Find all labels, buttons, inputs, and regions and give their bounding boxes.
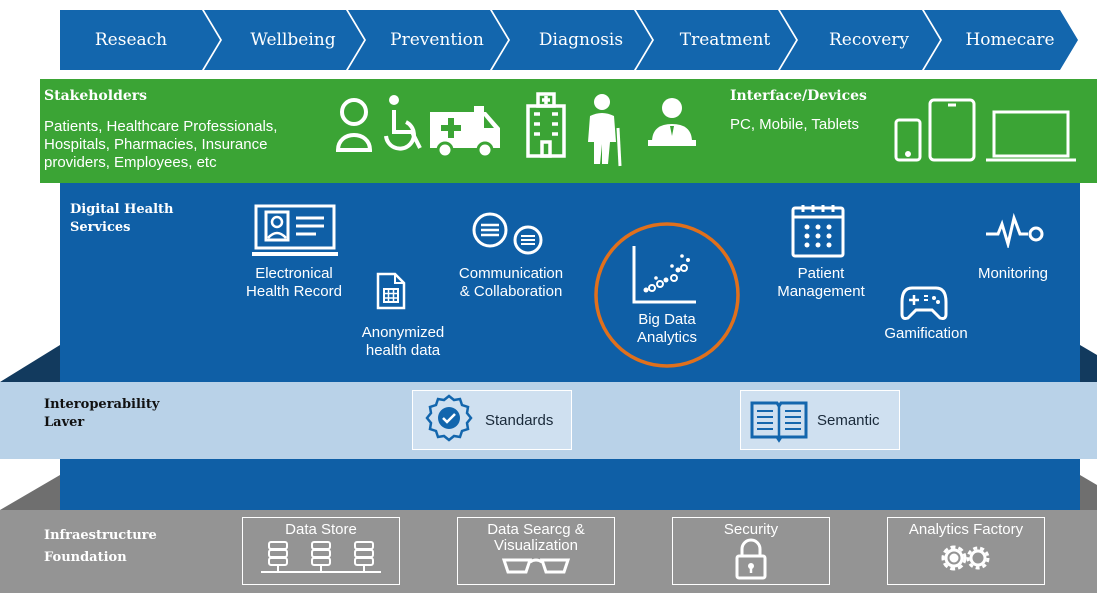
data-search-label-line: Data Searcg & bbox=[487, 521, 585, 538]
elderly-person-icon bbox=[588, 94, 622, 167]
service-big-data: Big Data Analytics bbox=[617, 311, 717, 347]
interoperability-title-line: Laver bbox=[44, 415, 85, 430]
service-monitoring: Monitoring bbox=[977, 265, 1049, 282]
laptop-icon bbox=[986, 110, 1076, 162]
infrastructure-title: Infraestructure Foundation bbox=[44, 525, 157, 569]
service-gamification: Gamification bbox=[884, 325, 968, 342]
service-label: Electronical bbox=[255, 265, 333, 282]
service-anonymized: Anonymized health data bbox=[343, 324, 463, 360]
service-ehr: Electronical Health Record bbox=[224, 265, 364, 301]
service-label: Anonymized bbox=[361, 324, 445, 341]
device-icons bbox=[894, 98, 1076, 162]
stakeholders-line: providers, Employees, etc bbox=[44, 154, 217, 171]
services-panel bbox=[60, 183, 1080, 510]
data-store-label: Data Store bbox=[285, 521, 357, 538]
interoperability-title: Interoperability Laver bbox=[44, 396, 159, 432]
stakeholder-icons bbox=[335, 92, 696, 167]
analytics-factory-box: Analytics Factory bbox=[887, 517, 1045, 585]
chevron-step-diagnosis: Diagnosis bbox=[492, 10, 652, 70]
stakeholders-line: Hospitals, Pharmacies, Insurance bbox=[44, 136, 268, 153]
left-wing-shape bbox=[0, 345, 60, 382]
spreadsheet-document-icon bbox=[376, 272, 406, 310]
interface-devices-text: PC, Mobile, Tablets bbox=[730, 116, 859, 133]
service-label: Big Data bbox=[638, 311, 696, 328]
chevron-step-research: Reseach bbox=[60, 10, 220, 70]
service-label: Management bbox=[777, 283, 865, 300]
security-label: Security bbox=[723, 521, 779, 538]
gears-icon bbox=[941, 545, 990, 571]
infra-band bbox=[0, 510, 1097, 593]
stakeholders-line: Patients, Healthcare Professionals, bbox=[44, 118, 278, 135]
service-label: Patient bbox=[797, 265, 845, 282]
service-label: Health Record bbox=[246, 283, 342, 300]
security-box: Security bbox=[672, 517, 830, 585]
service-label: & Collaboration bbox=[459, 283, 563, 300]
data-search-label-line: Visualization bbox=[494, 537, 578, 554]
game-controller-icon bbox=[900, 286, 948, 320]
doctor-at-computer-icon bbox=[648, 98, 696, 146]
chevron-step-wellbeing: Wellbeing bbox=[204, 10, 364, 70]
hospital-building-icon bbox=[526, 92, 566, 158]
wheelchair-icon bbox=[384, 95, 422, 151]
heartbeat-monitor-icon bbox=[986, 212, 1044, 248]
interface-devices-title: Interface/Devices bbox=[730, 88, 867, 104]
chevron-step-homecare: Homecare bbox=[924, 10, 1078, 70]
standards-box: Standards bbox=[412, 390, 572, 450]
glasses-icon bbox=[501, 558, 571, 574]
interoperability-title-line: Interoperability bbox=[44, 397, 160, 412]
open-book-icon bbox=[750, 401, 808, 443]
chat-bubbles-icon bbox=[472, 212, 543, 255]
database-servers-icon bbox=[261, 541, 381, 573]
digital-health-title: Digital Health Services bbox=[70, 201, 174, 237]
scatter-chart-icon bbox=[632, 246, 696, 304]
standards-label: Standards bbox=[485, 411, 554, 429]
infrastructure-title-line: Foundation bbox=[44, 550, 127, 565]
service-label: health data bbox=[365, 342, 441, 359]
service-label: Communication bbox=[458, 265, 564, 282]
mobile-phone-icon bbox=[894, 118, 922, 162]
person-icon bbox=[335, 98, 373, 152]
stakeholders-description: Patients, Healthcare Professionals, Hosp… bbox=[44, 118, 277, 172]
stakeholders-title: Stakeholders bbox=[44, 88, 148, 104]
analytics-factory-label: Analytics Factory bbox=[908, 521, 1024, 538]
chevron-step-recovery: Recovery bbox=[780, 10, 940, 70]
semantic-box: Semantic bbox=[740, 390, 900, 450]
certified-badge-icon bbox=[425, 394, 473, 442]
data-search-box: Data Searcg & Visualization bbox=[457, 517, 615, 585]
padlock-icon bbox=[735, 538, 767, 580]
service-patient-management: Patient Management bbox=[768, 265, 874, 301]
infrastructure-title-line: Infraestructure bbox=[44, 528, 157, 543]
data-store-box: Data Store bbox=[242, 517, 400, 585]
digital-health-title-line: Services bbox=[70, 220, 131, 235]
big-data-highlight-ring bbox=[594, 222, 740, 368]
ambulance-icon bbox=[430, 106, 500, 159]
semantic-label: Semantic bbox=[817, 411, 880, 429]
health-record-icon bbox=[252, 204, 338, 256]
chevron-step-prevention: Prevention bbox=[348, 10, 508, 70]
data-search-label: Data Searcg & Visualization bbox=[458, 522, 614, 554]
right-wing-shape bbox=[1080, 345, 1097, 382]
digital-health-title-line: Digital Health bbox=[70, 202, 174, 217]
service-label: Analytics bbox=[636, 329, 698, 346]
tablet-icon bbox=[928, 98, 976, 162]
service-communication: Communication & Collaboration bbox=[436, 265, 586, 301]
calendar-icon bbox=[791, 205, 845, 258]
chevron-step-treatment: Treatment bbox=[636, 10, 796, 70]
